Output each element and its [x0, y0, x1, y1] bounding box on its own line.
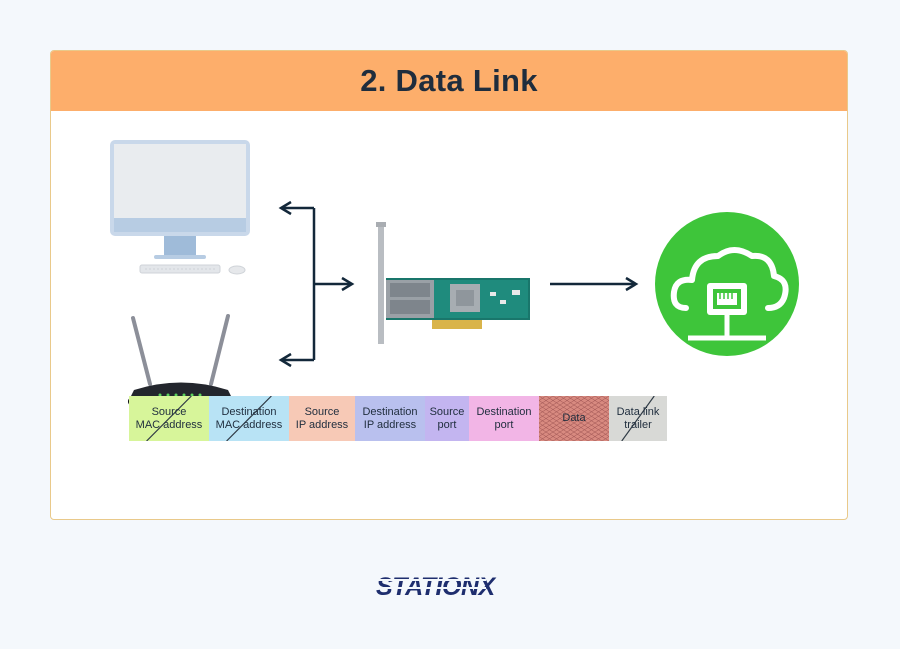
card-header: 2. Data Link — [51, 51, 847, 111]
cloud-network-icon — [655, 212, 799, 356]
nic-to-network-arrow — [550, 276, 639, 292]
page-title: 2. Data Link — [360, 63, 538, 98]
router-icon — [128, 314, 234, 406]
packet-segment-label: Data — [562, 412, 586, 425]
packet-segment-data: Data — [539, 396, 609, 441]
network-card-icon — [376, 222, 530, 344]
stationx-logo: STATIONX — [376, 573, 497, 601]
desktop-computer-icon — [110, 140, 250, 275]
devices-to-nic-arrows — [278, 200, 355, 368]
